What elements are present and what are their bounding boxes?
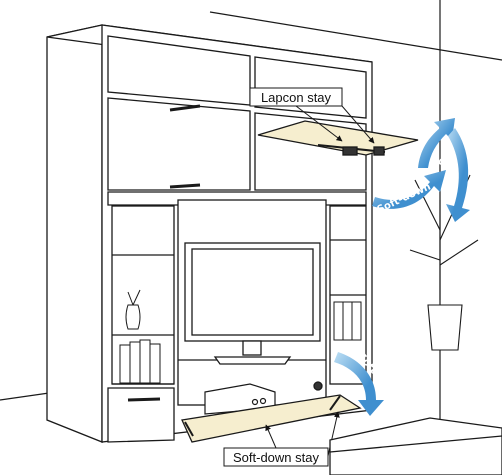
low-table	[330, 418, 502, 475]
lapcon-stay-text: Lapcon stay	[261, 90, 332, 105]
soft-down-stay-text: Soft-down stay	[233, 450, 319, 465]
books-right	[334, 302, 361, 340]
left-side-panel	[47, 25, 102, 442]
plant	[410, 175, 478, 350]
lift-assist-text: Lift-assist	[476, 150, 502, 206]
top-motion-arrows: Soft-down Free-stop Lift-assist	[372, 117, 502, 222]
bottom-left-drawer	[108, 388, 174, 442]
middle-left-door	[108, 98, 250, 190]
books-left	[120, 340, 160, 383]
